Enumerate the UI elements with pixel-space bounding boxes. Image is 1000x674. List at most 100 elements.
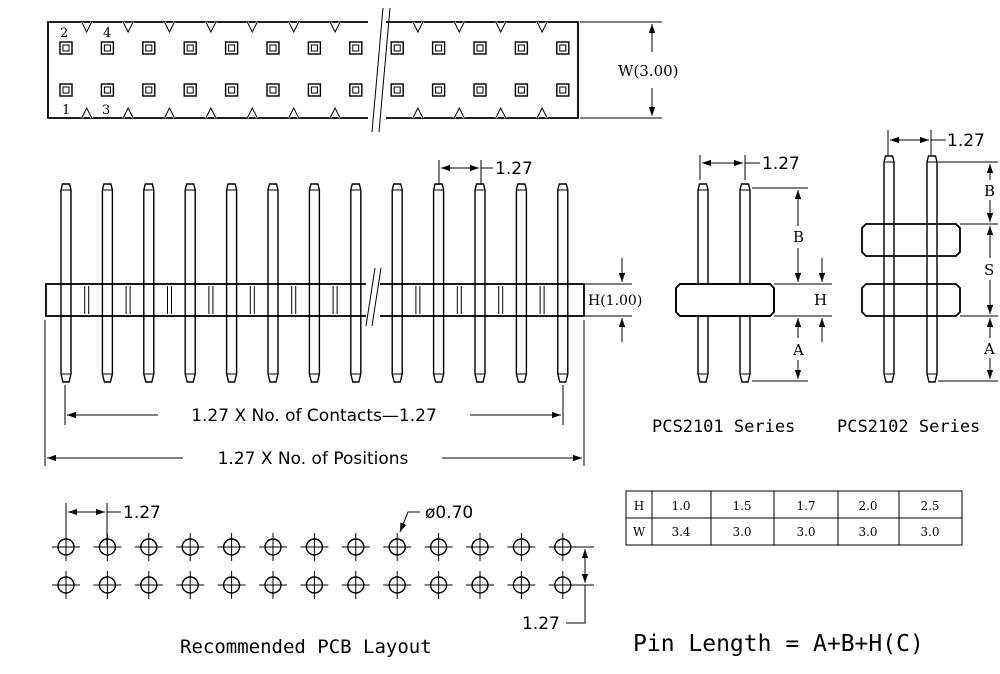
row-leader xyxy=(566,585,586,624)
table-cell: 2.0 xyxy=(858,499,877,513)
square-pin-inner xyxy=(145,86,153,94)
notch-mask-top xyxy=(80,21,93,35)
square-pin-inner xyxy=(517,86,525,94)
square-pin xyxy=(390,41,404,55)
notch-mask-bottom xyxy=(121,105,135,119)
notch-top xyxy=(81,21,93,34)
positions-label: 1.27 X No. of Positions xyxy=(218,449,409,469)
square-pin xyxy=(556,83,570,97)
side-2101-pins xyxy=(697,183,751,383)
width-label: W(3.00) xyxy=(618,62,679,80)
notch-mask-top xyxy=(287,21,300,35)
s1-a-label: A xyxy=(792,341,804,359)
square-pin-inner xyxy=(62,86,70,94)
notch-mask-bottom xyxy=(535,105,549,119)
square-pin xyxy=(473,83,487,97)
notch-top xyxy=(412,21,424,34)
notch-mask-top xyxy=(535,21,549,35)
notch-bottom xyxy=(536,106,548,119)
notch-bottom xyxy=(246,106,258,119)
notch-mask-top xyxy=(494,21,507,35)
square-pin-inner xyxy=(228,86,236,94)
notch-mask-bottom xyxy=(328,105,342,119)
square-pin xyxy=(349,41,363,55)
notch-top xyxy=(329,21,341,34)
square-pin-inner xyxy=(435,86,443,94)
notch-bottom xyxy=(122,106,134,119)
table-cell: 3.0 xyxy=(920,525,939,539)
s2-a-label: A xyxy=(983,340,995,358)
side-view-2101: 1.27 B H A PCS2101 Series xyxy=(652,154,832,437)
square-pin xyxy=(556,41,570,55)
square-pin xyxy=(100,41,115,55)
notch-bottom xyxy=(164,106,175,119)
square-pin-inner xyxy=(310,44,318,52)
square-pin-inner xyxy=(352,44,360,52)
square-pin xyxy=(59,41,73,55)
notch-bottom xyxy=(412,106,424,119)
body-break-gap xyxy=(366,262,380,336)
hole-label: ø0.70 xyxy=(425,503,473,523)
square-pin xyxy=(59,83,73,97)
square-pin xyxy=(224,41,239,55)
table-header-h: H xyxy=(634,499,644,513)
square-pin xyxy=(100,83,115,97)
notch-top xyxy=(164,21,175,34)
notch-top xyxy=(205,21,217,34)
square-pin xyxy=(307,83,322,97)
pin-label-3: 3 xyxy=(102,103,110,118)
square-pin xyxy=(142,41,156,55)
table-cell: 2.5 xyxy=(920,499,939,513)
square-pin-inner xyxy=(559,86,567,94)
s2-pitch-label: 1.27 xyxy=(947,131,985,151)
notch-mask-bottom xyxy=(80,105,93,119)
contacts-label: 1.27 X No. of Contacts—1.27 xyxy=(191,406,437,426)
square-pin-inner xyxy=(352,86,360,94)
notch-bottom xyxy=(329,106,341,119)
notch-top xyxy=(122,21,134,34)
notch-mask-top xyxy=(453,21,466,35)
pin xyxy=(143,183,155,383)
side-view-2102: 1.27 B S A PCS2102 Series xyxy=(837,130,998,437)
square-pin-inner xyxy=(186,44,194,52)
notch-mask-bottom xyxy=(246,105,259,119)
square-pin-inner xyxy=(103,44,111,52)
front-view-pins xyxy=(60,183,569,383)
square-pin-inner xyxy=(269,86,277,94)
square-pin-inner xyxy=(62,44,70,52)
square-pin-inner xyxy=(476,86,484,94)
square-pin-inner xyxy=(393,44,401,52)
side-2102-housing-top xyxy=(861,223,961,257)
square-pin-inner xyxy=(103,86,111,94)
side-2102-pins xyxy=(883,155,938,383)
s1-pitch-label: 1.27 xyxy=(762,154,800,174)
square-pin xyxy=(349,83,363,97)
pitch-label: 1.27 xyxy=(495,159,533,179)
square-pin-inner xyxy=(476,44,484,52)
s1-b-label: B xyxy=(793,228,804,246)
table-cell: 3.0 xyxy=(858,525,877,539)
pin xyxy=(350,183,362,383)
side-2101-housing xyxy=(675,283,775,317)
pin xyxy=(60,183,72,383)
notch-top xyxy=(246,21,258,34)
body-break-line xyxy=(365,267,376,327)
row-pitch-label: 1.27 xyxy=(522,614,560,634)
pin xyxy=(391,183,403,383)
square-pin-inner xyxy=(310,86,318,94)
notch-bottom xyxy=(453,106,465,119)
pin xyxy=(739,183,751,383)
square-pin-inner xyxy=(517,44,525,52)
height-label: H(1.00) xyxy=(588,293,642,309)
square-pin xyxy=(473,41,487,55)
body-break-line xyxy=(371,267,382,327)
notch-mask-top xyxy=(163,21,176,35)
pcb-title: Recommended PCB Layout xyxy=(180,636,432,658)
pin xyxy=(184,183,196,383)
square-pin xyxy=(142,83,156,97)
table-cell: 1.5 xyxy=(732,499,751,513)
notch-mask-bottom xyxy=(453,105,466,119)
pin-label-2: 2 xyxy=(60,26,68,41)
pcb-layout: 1.27 ø0.70 1.27 Recommended PCB Layout xyxy=(52,503,594,658)
notch-mask-bottom xyxy=(494,105,507,119)
